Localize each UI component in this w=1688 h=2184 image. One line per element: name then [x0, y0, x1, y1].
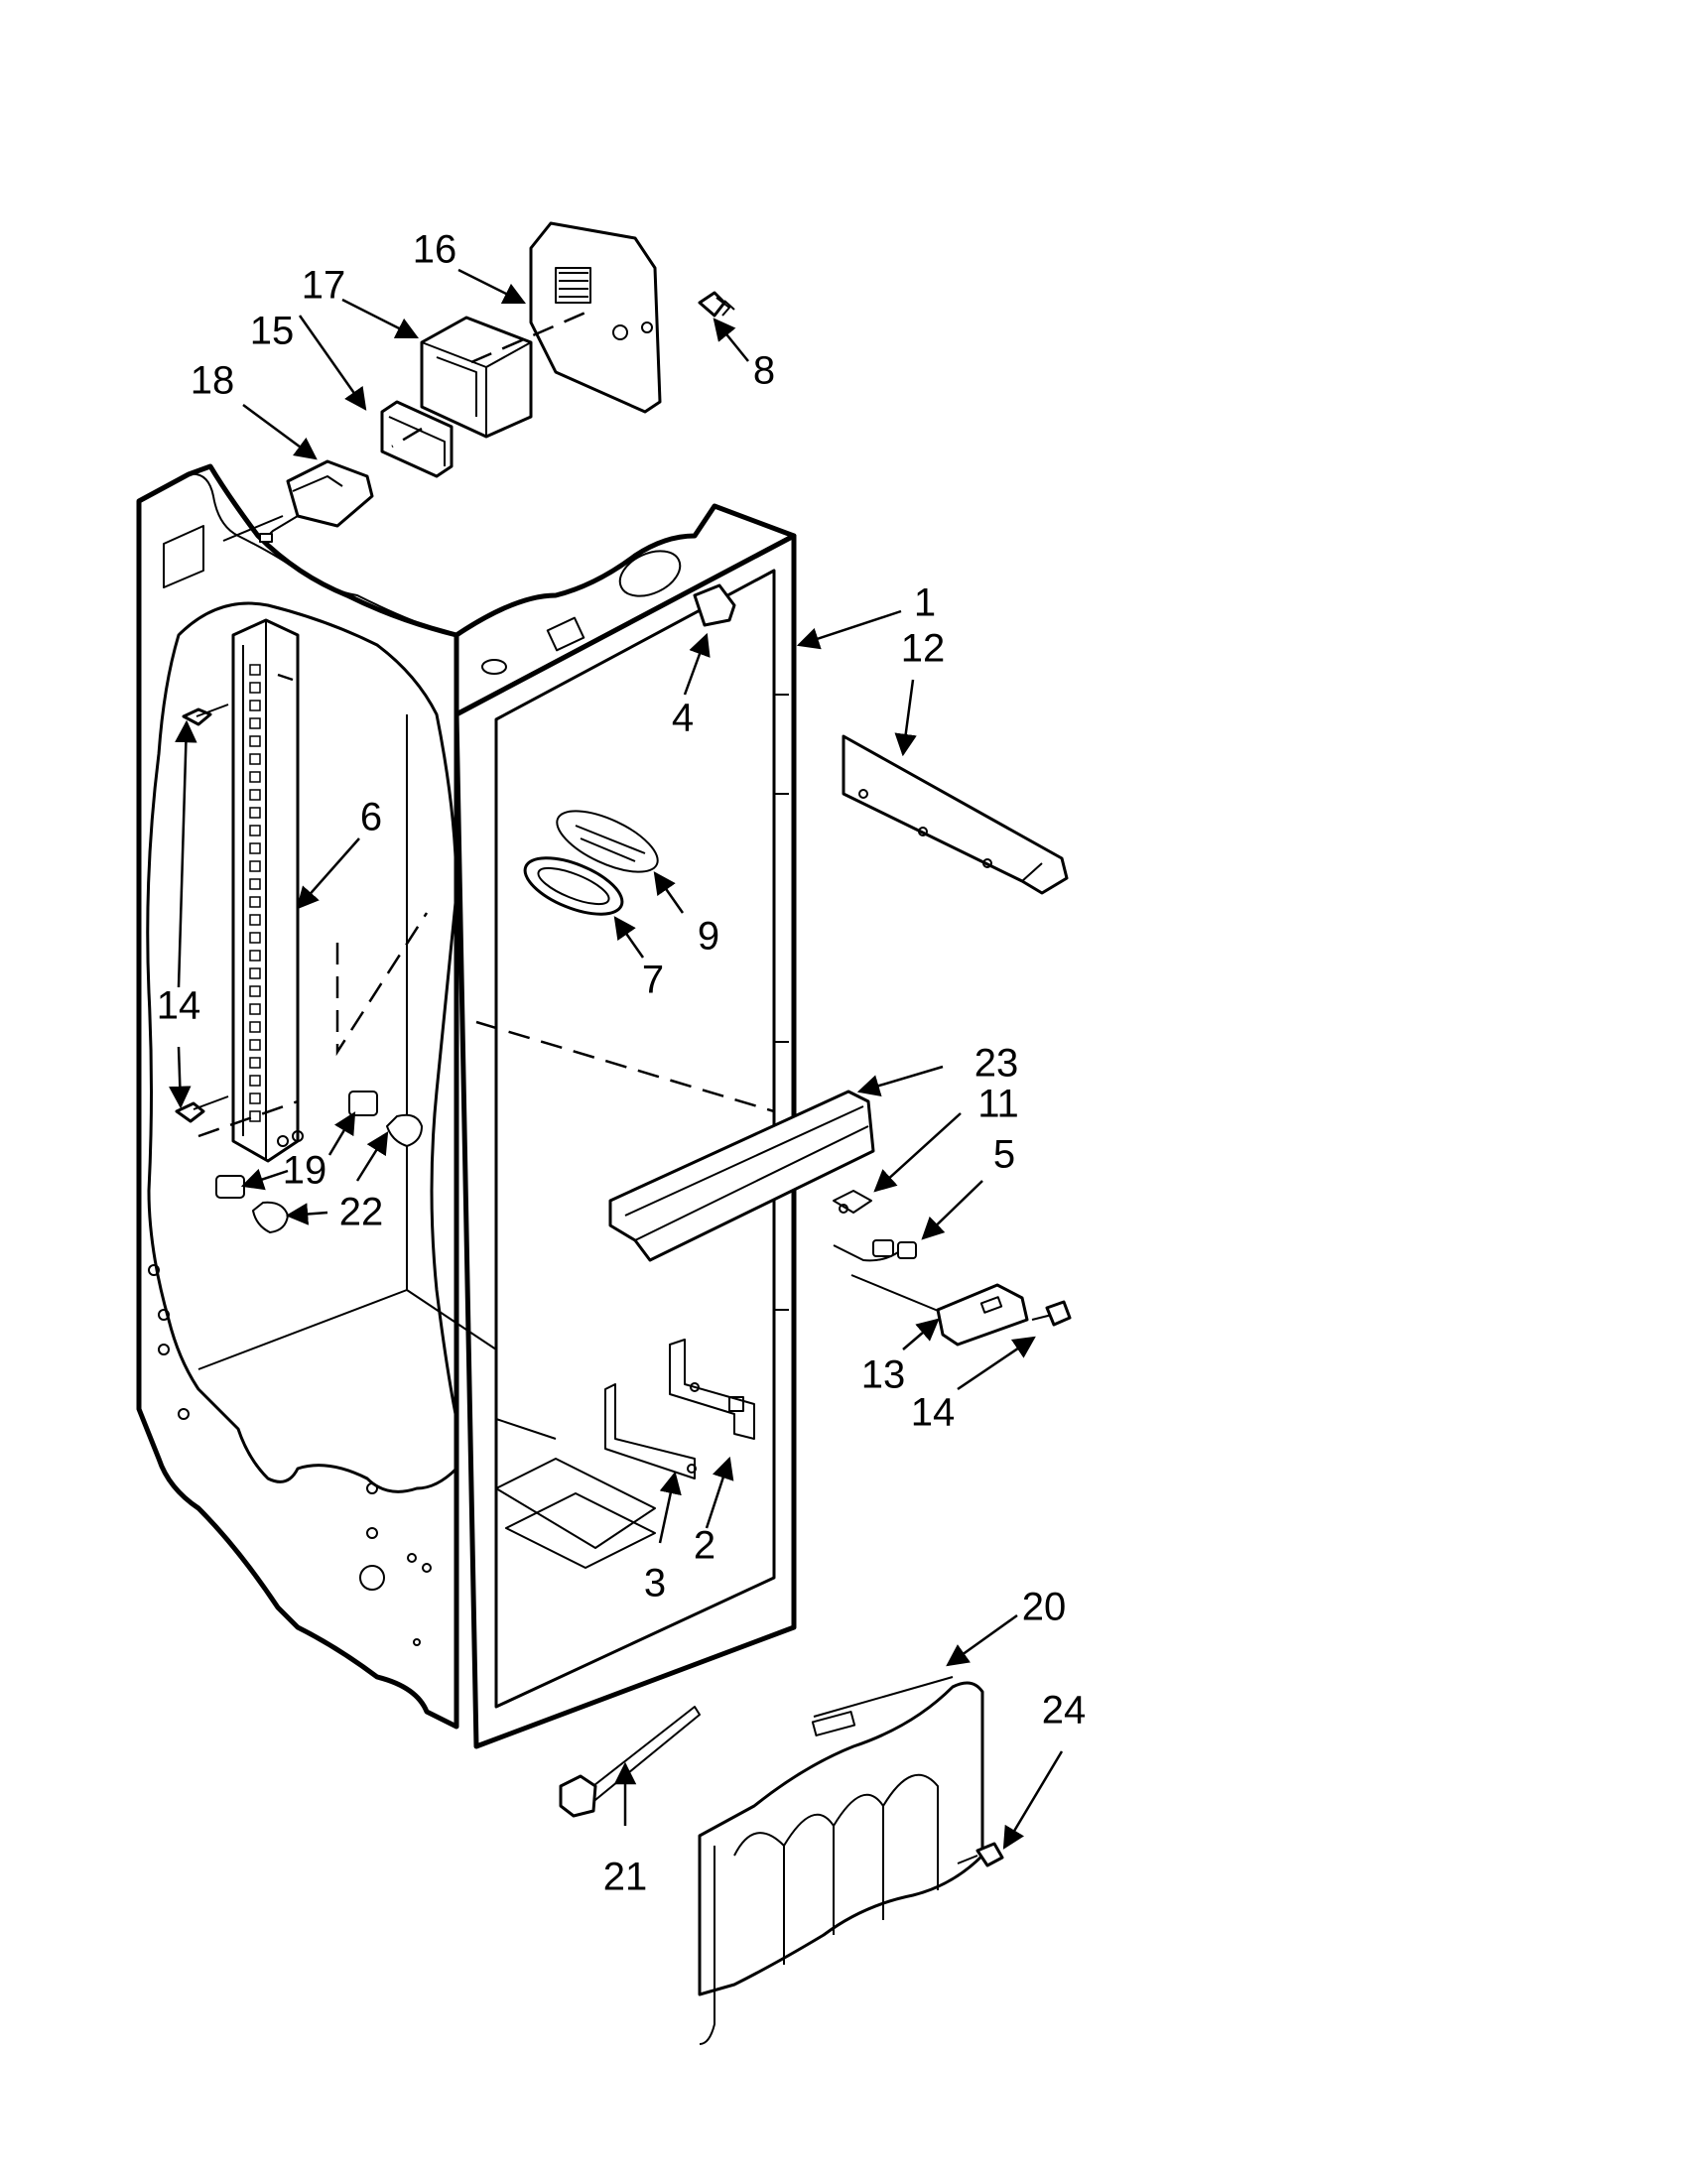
ladder-slot [249, 1039, 261, 1051]
ladder-slot [249, 789, 261, 801]
callout-6: 6 [360, 796, 382, 839]
ladder-slot [249, 985, 261, 997]
callout-12: 12 [901, 627, 946, 671]
ladder-slot [249, 700, 261, 711]
shelf-ladder [231, 618, 300, 1163]
ladder-screw-dash-top [277, 673, 294, 682]
callout-20: 20 [1022, 1586, 1067, 1629]
light-housing-part-13 [850, 1274, 1029, 1347]
cable-tie-part-21 [559, 1706, 701, 1818]
ladder-slot [249, 1003, 261, 1015]
ladder-slot [249, 771, 261, 783]
bracket-part-12 [842, 734, 1069, 895]
defrost-heater-part-20 [698, 1676, 984, 2045]
callout-8: 8 [753, 349, 775, 393]
switch-part-18 [259, 459, 374, 543]
control-housing-part-9 [556, 810, 659, 873]
callout-4: 4 [672, 697, 694, 740]
ladder-slot [249, 932, 261, 944]
callout-21: 21 [603, 1856, 648, 1899]
screw-icon-right [1031, 1300, 1072, 1327]
callout-11: 11 [977, 1083, 1019, 1126]
gasket-part-15 [380, 400, 454, 478]
ladder-slot [249, 950, 261, 962]
ladder-slot [249, 717, 261, 729]
callout-13: 13 [861, 1353, 906, 1397]
ladder-slot [249, 1075, 261, 1087]
box-part-17 [420, 316, 533, 439]
gasket-dash-line [391, 427, 423, 449]
leader-lines [169, 268, 1064, 1850]
ladder-slot [249, 967, 261, 979]
top-assembly-dash-line [470, 311, 586, 364]
ladder-slot [249, 896, 261, 908]
ladder-slot [249, 664, 261, 676]
ladder-dash-lines [197, 912, 429, 1138]
callout-14-right: 14 [911, 1391, 956, 1435]
callout-9: 9 [698, 915, 719, 959]
callout-5: 5 [993, 1133, 1015, 1177]
light-socket-icon [215, 1091, 378, 1199]
callout-labels: 1 2 3 4 5 6 7 8 9 11 12 13 14 14 15 16 1… [157, 228, 1087, 1899]
light-bulb-icon [252, 1113, 423, 1233]
callout-3: 3 [644, 1562, 666, 1606]
ladder-slot [249, 682, 261, 694]
thermistor-part-5 [833, 1239, 917, 1262]
callout-1: 1 [914, 581, 936, 625]
control-knob-part-7 [523, 856, 624, 916]
ladder-slot [249, 842, 261, 854]
ladder-slot [249, 1110, 261, 1122]
clip-part-4 [693, 583, 736, 627]
bracket-part-3 [604, 1383, 697, 1479]
ladder-slot [249, 914, 261, 926]
screw-icon-part-24 [957, 1842, 1004, 1867]
trim-part-23 [608, 1090, 875, 1262]
switch-wire [222, 515, 284, 542]
housing-part-16 [529, 221, 662, 414]
bracket-part-2 [669, 1339, 755, 1440]
ladder-slot [249, 807, 261, 819]
callout-22: 22 [339, 1191, 384, 1234]
callout-15: 15 [250, 310, 295, 353]
ladder-slot [249, 1021, 261, 1033]
ladder-slot [249, 753, 261, 765]
ladder-slot [249, 860, 261, 872]
ladder-slot [249, 1057, 261, 1069]
ladder-slot [249, 878, 261, 890]
screw-icon-part-8 [698, 291, 735, 318]
ladder-slot [249, 735, 261, 747]
callout-17: 17 [302, 264, 346, 308]
callout-23: 23 [974, 1042, 1019, 1086]
ladder-slot [249, 1092, 261, 1104]
ladder-slot [249, 825, 261, 836]
callout-14-left: 14 [157, 984, 201, 1028]
callout-18: 18 [191, 359, 235, 403]
callout-19: 19 [283, 1149, 327, 1193]
switch-part-11 [833, 1190, 872, 1214]
callout-16: 16 [413, 228, 457, 272]
callout-7: 7 [642, 959, 664, 1002]
callout-2: 2 [694, 1524, 715, 1568]
callout-24: 24 [1042, 1689, 1087, 1733]
